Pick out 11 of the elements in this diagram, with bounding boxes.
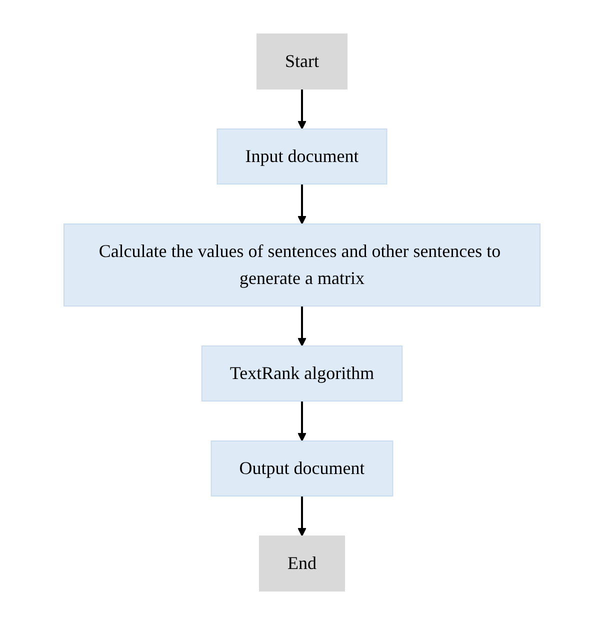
- arrow: [297, 306, 306, 346]
- node-box: TextRank algorithm: [200, 346, 402, 402]
- node-box: Output document: [210, 440, 393, 496]
- node-box: End: [258, 536, 344, 592]
- node-box: Start: [256, 34, 347, 90]
- arrow: [297, 184, 306, 224]
- arrow: [297, 401, 306, 442]
- node-box: Calculate the values of sentences and other sentences to generate a matrix: [63, 224, 540, 306]
- arrow: [297, 496, 306, 536]
- node-box: Input document: [216, 128, 387, 184]
- arrow: [297, 89, 306, 130]
